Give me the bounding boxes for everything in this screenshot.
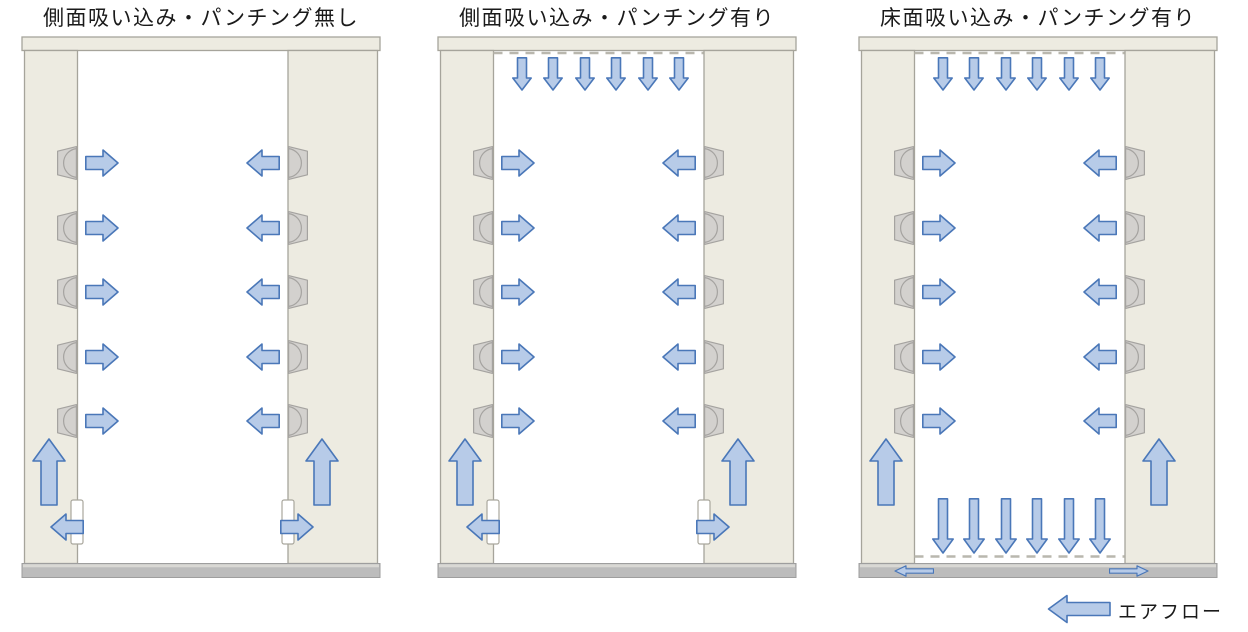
downflow-arrow-icon xyxy=(1027,57,1047,91)
floor-suction-arrow-icon xyxy=(1089,498,1111,554)
floor-suction-arrow-icon xyxy=(963,498,985,554)
fan-icon xyxy=(473,340,493,374)
fan-icon xyxy=(288,211,308,245)
right-wall xyxy=(703,49,795,565)
inflow-arrow-icon xyxy=(246,149,280,177)
floor-slab-top xyxy=(23,564,379,568)
downflow-arrow-icon xyxy=(1059,57,1079,91)
fan-icon xyxy=(57,275,77,309)
inflow-arrow-icon xyxy=(662,343,696,371)
rack-airflow-diagram xyxy=(437,36,797,578)
fan-icon xyxy=(1125,275,1145,309)
fan-icon xyxy=(57,404,77,438)
fan-icon xyxy=(1125,340,1145,374)
panel-title: 床面吸い込み・パンチング有り xyxy=(879,6,1197,30)
floor-suction-arrow-icon xyxy=(1026,498,1048,554)
inflow-arrow-icon xyxy=(501,278,535,306)
fan-icon xyxy=(473,211,493,245)
right-wall xyxy=(287,49,379,565)
inflow-arrow-icon xyxy=(85,407,119,435)
inflow-arrow-icon xyxy=(85,149,119,177)
inflow-arrow-icon xyxy=(662,149,696,177)
downflow-arrow-icon xyxy=(1090,57,1110,91)
inflow-arrow-icon xyxy=(246,407,280,435)
fan-icon xyxy=(473,275,493,309)
downflow-arrow-icon xyxy=(512,57,532,91)
fan-icon xyxy=(894,146,914,180)
downflow-arrow-icon xyxy=(575,57,595,91)
inflow-arrow-icon xyxy=(85,343,119,371)
inflow-arrow-icon xyxy=(246,214,280,242)
inflow-arrow-icon xyxy=(1083,343,1117,371)
floor-slab-top xyxy=(439,564,795,568)
fan-icon xyxy=(894,340,914,374)
floor-suction-arrow-icon xyxy=(932,498,954,554)
fan-icon xyxy=(1125,404,1145,438)
inflow-arrow-icon xyxy=(1083,149,1117,177)
inflow-arrow-icon xyxy=(501,343,535,371)
fan-icon xyxy=(704,146,724,180)
inflow-arrow-icon xyxy=(662,407,696,435)
legend: エアフロー xyxy=(1046,594,1248,628)
inflow-arrow-icon xyxy=(501,214,535,242)
fan-icon xyxy=(1125,211,1145,245)
panel-title: 側面吸い込み・パンチング無し xyxy=(42,6,360,30)
inflow-arrow-icon xyxy=(1083,407,1117,435)
inflow-arrow-icon xyxy=(85,214,119,242)
rack-airflow-diagram xyxy=(21,36,381,578)
inflow-arrow-icon xyxy=(501,149,535,177)
fan-icon xyxy=(894,404,914,438)
inflow-arrow-icon xyxy=(1083,278,1117,306)
floor-suction-arrow-icon xyxy=(1058,498,1080,554)
fan-icon xyxy=(473,146,493,180)
inflow-arrow-icon xyxy=(246,343,280,371)
inflow-arrow-icon xyxy=(922,214,956,242)
fan-icon xyxy=(704,340,724,374)
fan-icon xyxy=(704,404,724,438)
inflow-arrow-icon xyxy=(501,407,535,435)
fan-icon xyxy=(288,275,308,309)
top-panel xyxy=(21,36,381,52)
downflow-arrow-icon xyxy=(638,57,658,91)
fan-icon xyxy=(894,211,914,245)
floor-slab-top xyxy=(860,564,1216,568)
inflow-arrow-icon xyxy=(662,278,696,306)
fan-icon xyxy=(57,340,77,374)
fan-icon xyxy=(473,404,493,438)
fan-icon xyxy=(704,211,724,245)
top-panel xyxy=(437,36,797,52)
downflow-arrow-icon xyxy=(996,57,1016,91)
inflow-arrow-icon xyxy=(246,278,280,306)
panel-side-suction-no-punching: 側面吸い込み・パンチング無し xyxy=(21,0,381,632)
fan-icon xyxy=(288,146,308,180)
downflow-arrow-icon xyxy=(964,57,984,91)
downflow-arrow-icon xyxy=(543,57,563,91)
fan-icon xyxy=(894,275,914,309)
inflow-arrow-icon xyxy=(922,343,956,371)
top-panel xyxy=(858,36,1218,52)
right-wall xyxy=(1124,49,1216,565)
inflow-arrow-icon xyxy=(1083,214,1117,242)
floor-suction-arrow-icon xyxy=(995,498,1017,554)
rack-airflow-diagram xyxy=(858,36,1218,578)
legend-label: エアフロー xyxy=(1118,601,1224,623)
fan-icon xyxy=(704,275,724,309)
downflow-arrow-icon xyxy=(933,57,953,91)
inflow-arrow-icon xyxy=(662,214,696,242)
inflow-arrow-icon xyxy=(85,278,119,306)
fan-icon xyxy=(57,211,77,245)
panel-side-suction-with-punching: 側面吸い込み・パンチング有り xyxy=(437,0,797,632)
panel-title: 側面吸い込み・パンチング有り xyxy=(458,6,776,30)
fan-icon xyxy=(288,340,308,374)
fan-icon xyxy=(288,404,308,438)
fan-icon xyxy=(57,146,77,180)
inflow-arrow-icon xyxy=(922,278,956,306)
inflow-arrow-icon xyxy=(922,407,956,435)
fan-icon xyxy=(1125,146,1145,180)
legend-airflow-arrow-icon xyxy=(1047,594,1111,624)
panel-floor-suction-with-punching: 床面吸い込み・パンチング有り xyxy=(858,0,1218,632)
inflow-arrow-icon xyxy=(922,149,956,177)
downflow-arrow-icon xyxy=(606,57,626,91)
downflow-arrow-icon xyxy=(669,57,689,91)
